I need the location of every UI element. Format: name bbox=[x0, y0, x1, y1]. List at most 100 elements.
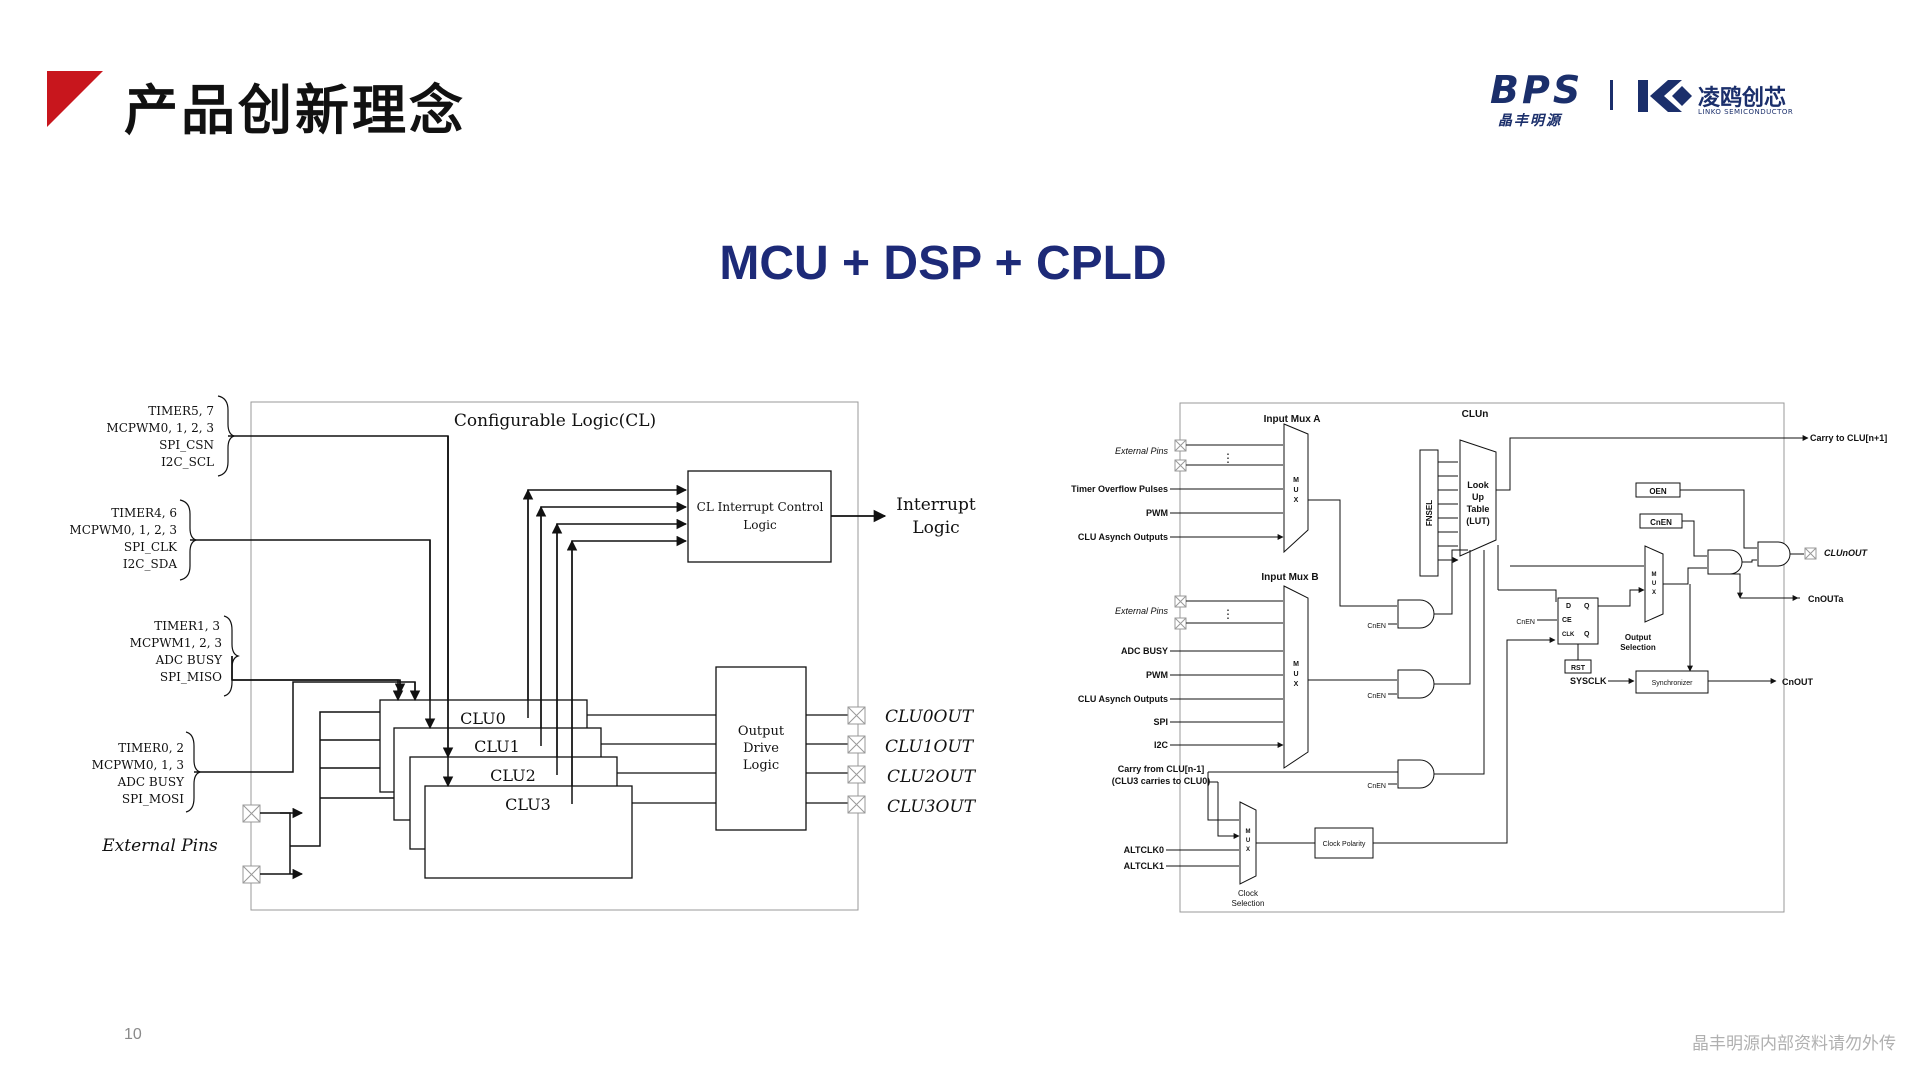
input-label: TIMER4, 6 bbox=[111, 506, 177, 520]
cnen-label: CnEN bbox=[1650, 518, 1672, 527]
input-label: SPI_MOSI bbox=[122, 792, 184, 806]
mux-b-input: PWM bbox=[1146, 670, 1168, 680]
and-gate bbox=[1397, 759, 1435, 789]
input-mux-a bbox=[1283, 423, 1309, 554]
page-number: 10 bbox=[124, 1026, 142, 1043]
output-selection-label: Selection bbox=[1620, 643, 1656, 652]
ff-clk: CLK bbox=[1562, 632, 1575, 638]
input-label: TIMER1, 3 bbox=[154, 619, 220, 633]
input-label: TIMER0, 2 bbox=[118, 741, 184, 755]
clu-output-label: CLU3OUT bbox=[887, 797, 977, 817]
ff-q: Q bbox=[1584, 603, 1590, 610]
gate-output-wires bbox=[1663, 489, 1804, 585]
ext-bus bbox=[302, 711, 425, 847]
input-label: MCPWM0, 1, 2, 3 bbox=[106, 421, 214, 435]
clu-output-label: CLU0OUT bbox=[885, 707, 975, 727]
carry-out-wire bbox=[1496, 435, 1809, 491]
mux-letter: U bbox=[1246, 838, 1250, 844]
clu-label: CLU2 bbox=[490, 766, 536, 785]
external-pin-box bbox=[242, 804, 261, 823]
mux-a-input: CLU Asynch Outputs bbox=[1078, 532, 1168, 542]
ff-d: D bbox=[1566, 603, 1571, 610]
interrupt-output-label: Logic bbox=[912, 518, 959, 538]
cl-title: Configurable Logic(CL) bbox=[454, 411, 656, 431]
mux-b-wires bbox=[1170, 600, 1283, 745]
clun-diagram: CLUn Input Mux A M U X ⋮ External Pins T… bbox=[1071, 402, 1887, 913]
bps-logo-subtitle: 晶丰明源 bbox=[1498, 113, 1562, 129]
ff-wires bbox=[1498, 589, 1579, 660]
output-mux-wires bbox=[1510, 565, 1644, 607]
oen-label: OEN bbox=[1649, 487, 1667, 496]
mux-b-input: CLU Asynch Outputs bbox=[1078, 694, 1168, 704]
output-drive-block: Output Drive Logic bbox=[715, 666, 807, 831]
carry-in-label: (CLU3 carries to CLU0) bbox=[1112, 776, 1211, 786]
enable-label: CnEN bbox=[1367, 623, 1386, 630]
and-gate bbox=[1757, 541, 1791, 567]
external-pin-box bbox=[242, 865, 261, 884]
lut-label: (LUT) bbox=[1466, 516, 1490, 526]
linko-logo-icon bbox=[1638, 80, 1692, 112]
carry-out-label: Carry to CLU[n+1] bbox=[1810, 433, 1887, 443]
clu-label: CLU1 bbox=[474, 737, 520, 756]
output-drive-label: Drive bbox=[743, 741, 779, 756]
configurable-logic-diagram: Configurable Logic(CL) TIMER5, 7 MCPWM0,… bbox=[69, 395, 977, 911]
input-group-1: TIMER5, 7 MCPWM0, 1, 2, 3 SPI_CSN I2C_SC… bbox=[106, 404, 214, 469]
rst-label: RST bbox=[1571, 665, 1586, 672]
input-label: SPI_MISO bbox=[160, 670, 222, 684]
mux-a-input: External Pins bbox=[1115, 446, 1169, 456]
mux-letter: X bbox=[1652, 590, 1656, 596]
gate-wires bbox=[1308, 499, 1397, 785]
mux-letter: X bbox=[1294, 681, 1299, 688]
cnouta-wire bbox=[1730, 573, 1800, 598]
fnsel-box bbox=[1419, 449, 1439, 577]
input-label: MCPWM1, 2, 3 bbox=[130, 636, 222, 650]
output-wire bbox=[806, 714, 848, 804]
interrupt-control-label: Logic bbox=[743, 518, 777, 532]
clock-wires bbox=[1166, 772, 1239, 867]
clock-selection-label: Clock bbox=[1238, 889, 1259, 898]
clock-selection-label: Selection bbox=[1232, 899, 1265, 908]
fnsel-wires bbox=[1438, 461, 1458, 560]
lut-label: Look bbox=[1467, 480, 1489, 490]
input-mux-b-label: Input Mux B bbox=[1261, 572, 1318, 583]
mux-b-input: External Pins bbox=[1115, 606, 1169, 616]
mux-b-input: ADC BUSY bbox=[1121, 646, 1168, 656]
clu-output-label: CLU2OUT bbox=[887, 767, 977, 787]
input-label: I2C_SCL bbox=[161, 455, 214, 469]
clu-label: CLU0 bbox=[460, 709, 506, 728]
mux-b-input: I2C bbox=[1154, 740, 1169, 750]
and-gate bbox=[1707, 549, 1743, 575]
linko-logo-subtitle: LINKO SEMICONDUCTOR bbox=[1698, 108, 1794, 116]
synchronizer-label: Synchronizer bbox=[1652, 680, 1694, 687]
clun-output-label: CLUnOUT bbox=[1824, 548, 1868, 558]
clun-title: CLUn bbox=[1462, 409, 1489, 420]
input-mux-a-label: Input Mux A bbox=[1264, 414, 1321, 425]
output-selection-label: Output bbox=[1625, 633, 1652, 642]
clun-output-label: CnOUT bbox=[1782, 677, 1813, 687]
confidential-note: 晶丰明源内部资料请勿外传 bbox=[1692, 1034, 1896, 1054]
input-mux-b bbox=[1283, 585, 1309, 769]
title-accent-triangle bbox=[47, 71, 103, 127]
mux-letter: M bbox=[1246, 829, 1251, 835]
ff-cen-in: CnEN bbox=[1516, 619, 1535, 626]
clock-input: ALTCLK1 bbox=[1124, 861, 1164, 871]
mux-a-wires bbox=[1170, 444, 1283, 537]
clock-input: ALTCLK0 bbox=[1124, 845, 1164, 855]
mux-letter: M bbox=[1293, 477, 1299, 484]
input-label: MCPWM0, 1, 3 bbox=[92, 758, 184, 772]
input-group-3: TIMER1, 3 MCPWM1, 2, 3 ADC BUSY SPI_MISO bbox=[130, 619, 223, 684]
synchronizer-block bbox=[1635, 670, 1709, 694]
mux-letter: M bbox=[1652, 572, 1657, 578]
output-pin-box bbox=[847, 706, 866, 814]
vertical-dots: ⋮ bbox=[1222, 451, 1234, 465]
interrupt-control-block: CL Interrupt Control Logic bbox=[687, 470, 832, 563]
ff-ce: CE bbox=[1562, 617, 1572, 624]
external-pins-label: External Pins bbox=[101, 836, 218, 856]
input-label: ADC BUSY bbox=[155, 653, 223, 667]
external-pin-bus bbox=[280, 812, 302, 874]
sysclk-label: SYSCLK bbox=[1570, 676, 1607, 686]
flipflop-block bbox=[1557, 597, 1599, 645]
mux-letter: X bbox=[1294, 497, 1299, 504]
lut-label: Up bbox=[1472, 492, 1484, 502]
rst-box bbox=[1564, 659, 1592, 674]
